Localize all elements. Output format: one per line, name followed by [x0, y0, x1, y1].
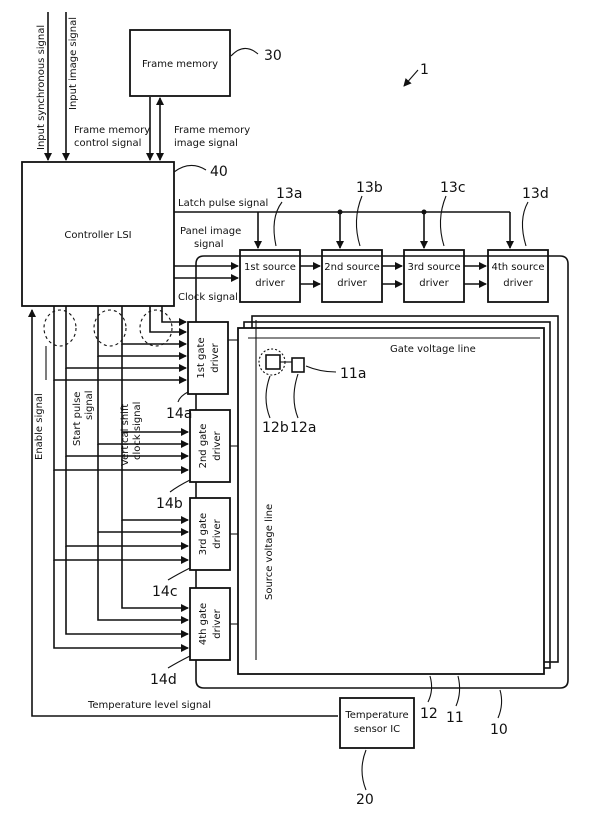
gate-driver-2: 2nd gate driver [190, 410, 230, 482]
gd3-ref: 14c [152, 584, 178, 600]
svg-text:4th gate: 4th gate [198, 603, 209, 645]
latch-dot-2 [338, 210, 343, 215]
ref-12: 12 [420, 706, 438, 722]
gd2-ref: 14b [156, 496, 183, 512]
svg-text:driver: driver [337, 278, 367, 289]
ref-12-leader [428, 676, 432, 702]
frame-memory-leader [231, 48, 258, 56]
temp-sensor-label-1: Temperature [344, 710, 408, 721]
svg-text:driver: driver [212, 608, 223, 638]
temp-sensor-leader [362, 750, 366, 790]
source-driver-3: 3rd source driver [404, 250, 464, 302]
svg-text:driver: driver [255, 278, 285, 289]
gd1-ref: 14a [166, 406, 192, 422]
fm-control-label-1: Frame memory [74, 125, 150, 136]
ref-10-leader [498, 690, 502, 718]
start-pulse-label-2: signal [84, 390, 95, 420]
panel-layer-front [238, 328, 544, 674]
input-sync-label: Input synchronous signal [36, 25, 47, 150]
frame-memory-label: Frame memory [142, 59, 218, 70]
clock-signal-label: Clock signal [178, 292, 238, 303]
svg-text:3rd source: 3rd source [407, 262, 460, 273]
source-voltage-label: Source voltage line [264, 504, 275, 600]
sd4-ref: 13d [522, 186, 549, 202]
fm-image-label-1: Frame memory [174, 125, 250, 136]
gate-driver-3: 3rd gate driver [190, 498, 230, 570]
sd1-ref: 13a [276, 186, 302, 202]
svg-text:driver: driver [212, 430, 223, 460]
gd4-leader [168, 656, 190, 668]
ref-10: 10 [490, 722, 508, 738]
temp-sensor-ref: 20 [356, 792, 374, 808]
gd1-leader [178, 392, 188, 402]
gate-driver-4: 4th gate driver [190, 588, 230, 660]
input-image-label: Input image signal [68, 17, 79, 110]
sd4-leader [522, 202, 528, 246]
source-driver-2: 2nd source driver [322, 250, 382, 302]
ref-11-leader [456, 676, 460, 706]
svg-text:1st gate: 1st gate [196, 337, 207, 378]
temp-sensor-box [340, 698, 414, 748]
enable-signal-label: Enable signal [34, 393, 45, 460]
pixel-ref: 12b [262, 420, 289, 436]
panel-image-label-1: Panel image [180, 226, 241, 237]
gd2-leader [170, 480, 190, 492]
panel-image-label-2: signal [194, 239, 224, 250]
frame-memory-ref: 30 [264, 48, 282, 64]
controller-lsi-label: Controller LSI [64, 230, 131, 241]
gd4-ref: 14d [150, 672, 177, 688]
svg-text:3rd gate: 3rd gate [198, 513, 209, 555]
temp-sensor-label-2: sensor IC [354, 724, 400, 735]
source-driver-1: 1st source driver [240, 250, 300, 302]
svg-text:2nd source: 2nd source [324, 262, 379, 273]
svg-text:1st source: 1st source [244, 262, 296, 273]
controller-leader [174, 165, 206, 172]
sd2-ref: 13b [356, 180, 383, 196]
vshift-label-1: Vertical shift [120, 404, 131, 466]
figure-ref: 1 [420, 62, 429, 78]
svg-text:4th source: 4th source [491, 262, 544, 273]
gate-voltage-label: Gate voltage line [390, 344, 476, 355]
latch-dot-3 [422, 210, 427, 215]
figure-ref-arrow [404, 70, 418, 86]
temperature-level-label: Temperature level signal [87, 700, 211, 711]
vshift-group-circle [140, 310, 172, 346]
enable-group-circle [44, 310, 76, 346]
sd1-leader [274, 202, 282, 246]
sd3-leader [440, 196, 446, 246]
start-pulse-label-1: Start pulse [72, 392, 83, 446]
source-driver-4: 4th source driver [488, 250, 548, 302]
latch-pulse-label: Latch pulse signal [178, 198, 268, 209]
fm-image-label-2: image signal [174, 138, 238, 149]
controller-ref: 40 [210, 164, 228, 180]
gate-driver-1: 1st gate driver [188, 322, 228, 394]
svg-text:2nd gate: 2nd gate [198, 424, 209, 469]
gd3-leader [168, 568, 190, 580]
svg-text:driver: driver [503, 278, 533, 289]
svg-text:driver: driver [210, 342, 221, 372]
svg-text:driver: driver [212, 518, 223, 548]
cap-ref: 12a [290, 420, 316, 436]
sd2-leader [356, 196, 362, 246]
svg-text:driver: driver [419, 278, 449, 289]
sd3-ref: 13c [440, 180, 466, 196]
ref-11: 11 [446, 710, 464, 726]
tft-ref: 11a [340, 366, 366, 382]
fm-control-label-2: control signal [74, 138, 141, 149]
vshift-label-2: clock signal [132, 402, 143, 460]
